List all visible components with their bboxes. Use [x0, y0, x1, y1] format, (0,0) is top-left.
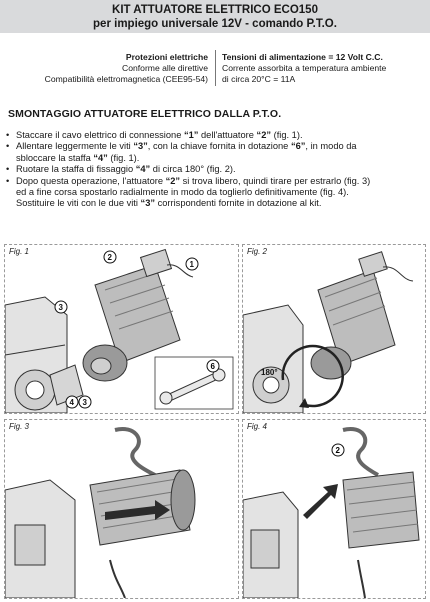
- callout-4: 4: [70, 398, 75, 407]
- kit-subtitle: per impiego universale 12V - comando P.T…: [93, 18, 337, 30]
- instruction-item: Ruotare la staffa di fissaggio “4” di ci…: [6, 164, 426, 176]
- radial-arrow-icon: [303, 484, 338, 519]
- figure-3: Fig. 3: [4, 419, 239, 599]
- figure-1: 2 1 3 4 3 6 Fig. 1: [4, 244, 239, 414]
- callout-3b: 3: [83, 398, 88, 407]
- pull-arrow-icon: [105, 500, 170, 520]
- callout-2: 2: [336, 446, 341, 455]
- section-title: SMONTAGGIO ATTUATORE ELETTRICO DALLA P.T…: [8, 108, 282, 120]
- instruction-list: Staccare il cavo elettrico di connession…: [6, 130, 426, 210]
- instruction-item: Dopo questa operazione, l'attuatore “2” …: [6, 176, 426, 210]
- instruction-item: Allentare leggermente le viti “3”, con l…: [6, 141, 426, 164]
- spec-left-heading: Protezioni elettriche: [125, 52, 208, 62]
- rotation-180-label: 180°: [261, 368, 278, 377]
- figure-4-drawing: 2: [243, 427, 420, 598]
- wrench-icon: [159, 368, 226, 405]
- callout-1: 1: [190, 260, 195, 269]
- spec-power-supply: Tensioni di alimentazione = 12 Volt C.C.…: [222, 52, 386, 85]
- callout-6: 6: [211, 362, 216, 371]
- header-band: KIT ATTUATORE ELETTRICO ECO150 per impie…: [0, 0, 430, 33]
- spec-right-line2: di circa 20°C = 11A: [222, 74, 296, 84]
- figure-3-label: Fig. 3: [9, 422, 30, 431]
- spec-right-line1: Corrente assorbita a temperatura ambient…: [222, 63, 387, 73]
- figure-1-drawing: 2 1 3 4 3 6: [5, 248, 234, 413]
- callout-2: 2: [108, 253, 113, 262]
- figure-3-drawing: [5, 427, 196, 598]
- figure-1-label: Fig. 1: [9, 247, 30, 256]
- spec-left-line2: Compatibilità elettromagnetica (CEE95-54…: [44, 74, 208, 84]
- figure-2: 180° Fig. 2: [242, 244, 426, 414]
- spec-divider: [215, 50, 216, 86]
- spec-electrical-protection: Protezioni elettriche Conforme alle dire…: [45, 52, 208, 85]
- instruction-item: Staccare il cavo elettrico di connession…: [6, 130, 426, 142]
- figure-2-label: Fig. 2: [247, 247, 268, 256]
- callout-3: 3: [59, 303, 64, 312]
- kit-title: KIT ATTUATORE ELETTRICO ECO150: [112, 4, 318, 16]
- spec-right-heading: Tensioni di alimentazione = 12 Volt C.C.: [222, 52, 383, 62]
- figure-4: 2 Fig. 4: [242, 419, 426, 599]
- spec-left-line1: Conforme alle direttive: [122, 63, 208, 73]
- figure-2-drawing: 180°: [243, 251, 414, 413]
- figure-4-label: Fig. 4: [247, 422, 268, 431]
